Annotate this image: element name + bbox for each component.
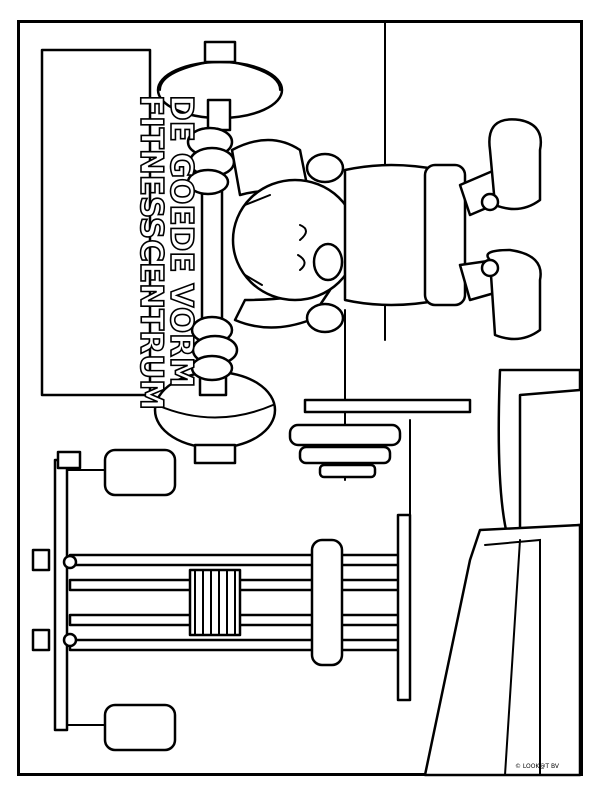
bench: [423, 368, 582, 777]
weight-stand: [288, 309, 472, 481]
sign-board: [40, 48, 152, 397]
sign-line-2: DE GOEDE VORM: [162, 94, 200, 389]
weight-machine: [31, 448, 412, 752]
sign-line-1: FITNESSCENTRUM: [132, 94, 170, 411]
cartoon-weightlifter: [186, 118, 543, 382]
page-border: [17, 20, 583, 776]
copyright-text: © LOOK@T BV: [515, 763, 560, 770]
barbell: [153, 40, 284, 465]
